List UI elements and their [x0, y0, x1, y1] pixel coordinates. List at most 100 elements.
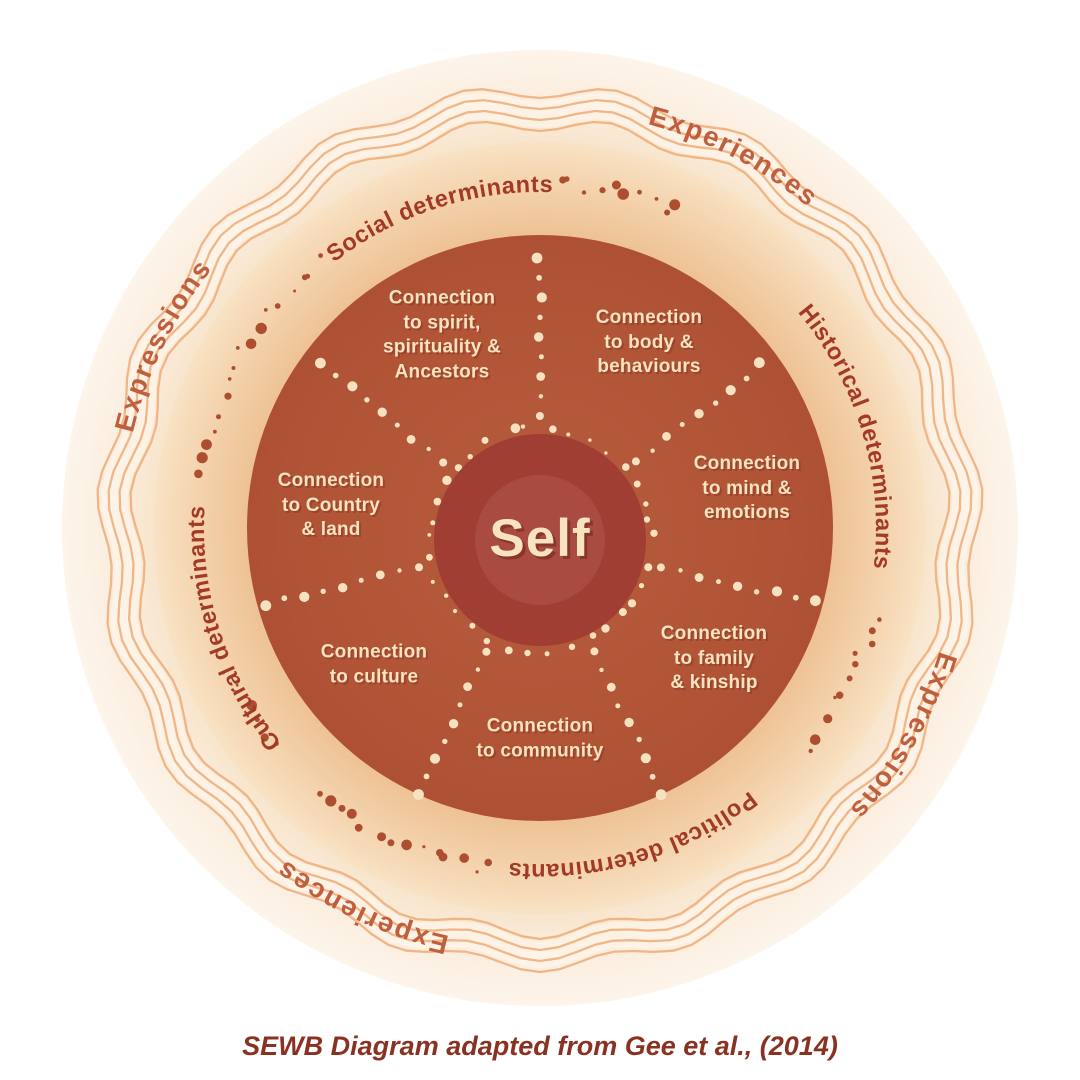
divider-dot	[537, 314, 543, 320]
divider-dot	[413, 789, 424, 800]
trail-dot	[823, 714, 833, 724]
divider-dot	[347, 381, 358, 392]
divider-dot	[810, 595, 821, 607]
trail-dot	[868, 627, 876, 635]
trail-dot	[354, 823, 363, 832]
self-ring-dot	[566, 432, 571, 437]
divider-dot	[662, 432, 671, 441]
wavy-line	[96, 88, 984, 974]
trail-dot	[255, 322, 267, 335]
self-ring-dot	[483, 637, 490, 645]
self-ring-dot	[622, 463, 630, 471]
connection-community-label: Connection to community	[476, 715, 604, 761]
trail-dot	[263, 308, 268, 312]
trail-dot	[808, 748, 813, 754]
wavy-band	[101, 93, 979, 969]
self-ring-dot	[469, 622, 476, 629]
trail-dot	[196, 452, 208, 464]
divider-dot	[631, 457, 640, 466]
trail-dot	[325, 795, 337, 807]
divider-dot	[694, 409, 704, 419]
trail-dot	[459, 853, 470, 863]
divider-dot	[713, 400, 719, 406]
divider-dot	[439, 458, 448, 467]
divider-dot	[535, 412, 544, 420]
divider-dot	[475, 667, 481, 672]
divider-dot	[649, 773, 656, 780]
trail-dot	[317, 790, 323, 797]
segment-divider-dots	[260, 252, 821, 801]
self-ring-dot	[588, 438, 592, 442]
divider-dot	[650, 448, 655, 453]
trail-dot	[581, 190, 587, 195]
self-ring-dot	[604, 451, 608, 455]
trail-dot	[318, 253, 323, 258]
divider-dot	[482, 647, 491, 656]
diagram-caption: SEWB Diagram adapted from Gee et al., (2…	[242, 1031, 838, 1061]
self-ring-dot	[467, 454, 473, 460]
divider-dot	[624, 717, 634, 728]
divider-dot	[375, 570, 385, 580]
divider-dot	[679, 422, 685, 427]
divider-dot	[315, 357, 326, 369]
trail-dot	[216, 414, 221, 420]
trail-dot	[868, 640, 876, 648]
divider-dot	[678, 568, 683, 573]
self-ring-dot	[644, 563, 653, 572]
self-ring-dot	[618, 608, 627, 617]
trail-dot	[563, 176, 570, 182]
self-ring-dot	[643, 501, 649, 507]
divider-dot	[590, 647, 599, 656]
self-ring-dot	[633, 480, 641, 488]
self-ring-dot	[627, 599, 637, 608]
trail-dot	[227, 377, 232, 381]
self-ring-dot	[643, 516, 651, 523]
wavy-line	[118, 109, 962, 952]
divider-dot	[415, 563, 423, 572]
divider-dot	[615, 703, 621, 709]
trail-dot	[664, 209, 671, 216]
self-ring-dot	[444, 593, 449, 598]
divider-dot	[538, 394, 544, 399]
trail-dot	[305, 273, 311, 279]
trail-dot	[599, 187, 606, 194]
divider-dot	[536, 274, 542, 281]
trail-dot	[484, 858, 493, 867]
divider-dot	[429, 753, 441, 764]
self-dot-ring	[426, 423, 658, 657]
divider-dot	[531, 252, 543, 264]
self-ring-dot	[524, 649, 531, 657]
divider-dot	[655, 789, 667, 801]
trail-dot	[654, 197, 659, 201]
divider-dot	[792, 594, 799, 601]
trail-dot	[235, 683, 239, 687]
self-ring-dot	[544, 651, 550, 657]
divider-dot	[442, 738, 448, 745]
trail-dot	[387, 839, 395, 847]
self-ring-dot	[454, 464, 463, 472]
divider-dot	[732, 581, 743, 591]
trail-dot	[611, 180, 621, 190]
self-ring-dot	[433, 497, 442, 506]
connection-country-label: Connection to Country & land	[277, 469, 385, 541]
divider-dot	[397, 568, 402, 573]
divider-dot	[426, 446, 431, 452]
trail-dot	[274, 741, 279, 746]
self-ring-dot	[430, 579, 435, 584]
trail-dot	[669, 199, 681, 211]
trail-dot	[617, 188, 629, 200]
connection-family-label: Connection to family & kinship	[660, 622, 768, 694]
trail-dot	[338, 804, 346, 812]
divider-dot	[423, 773, 430, 780]
divider-dot	[457, 702, 463, 708]
divider-dot	[640, 753, 651, 764]
self-ring-dot	[650, 529, 658, 537]
trail-dot	[245, 338, 257, 350]
trail-dot	[224, 392, 232, 400]
divider-dot	[606, 682, 616, 692]
divider-dot	[636, 736, 642, 743]
trail-dot	[246, 700, 258, 711]
trail-dot	[201, 439, 212, 450]
divider-dot	[448, 719, 459, 729]
self-ring-dot	[442, 475, 452, 485]
